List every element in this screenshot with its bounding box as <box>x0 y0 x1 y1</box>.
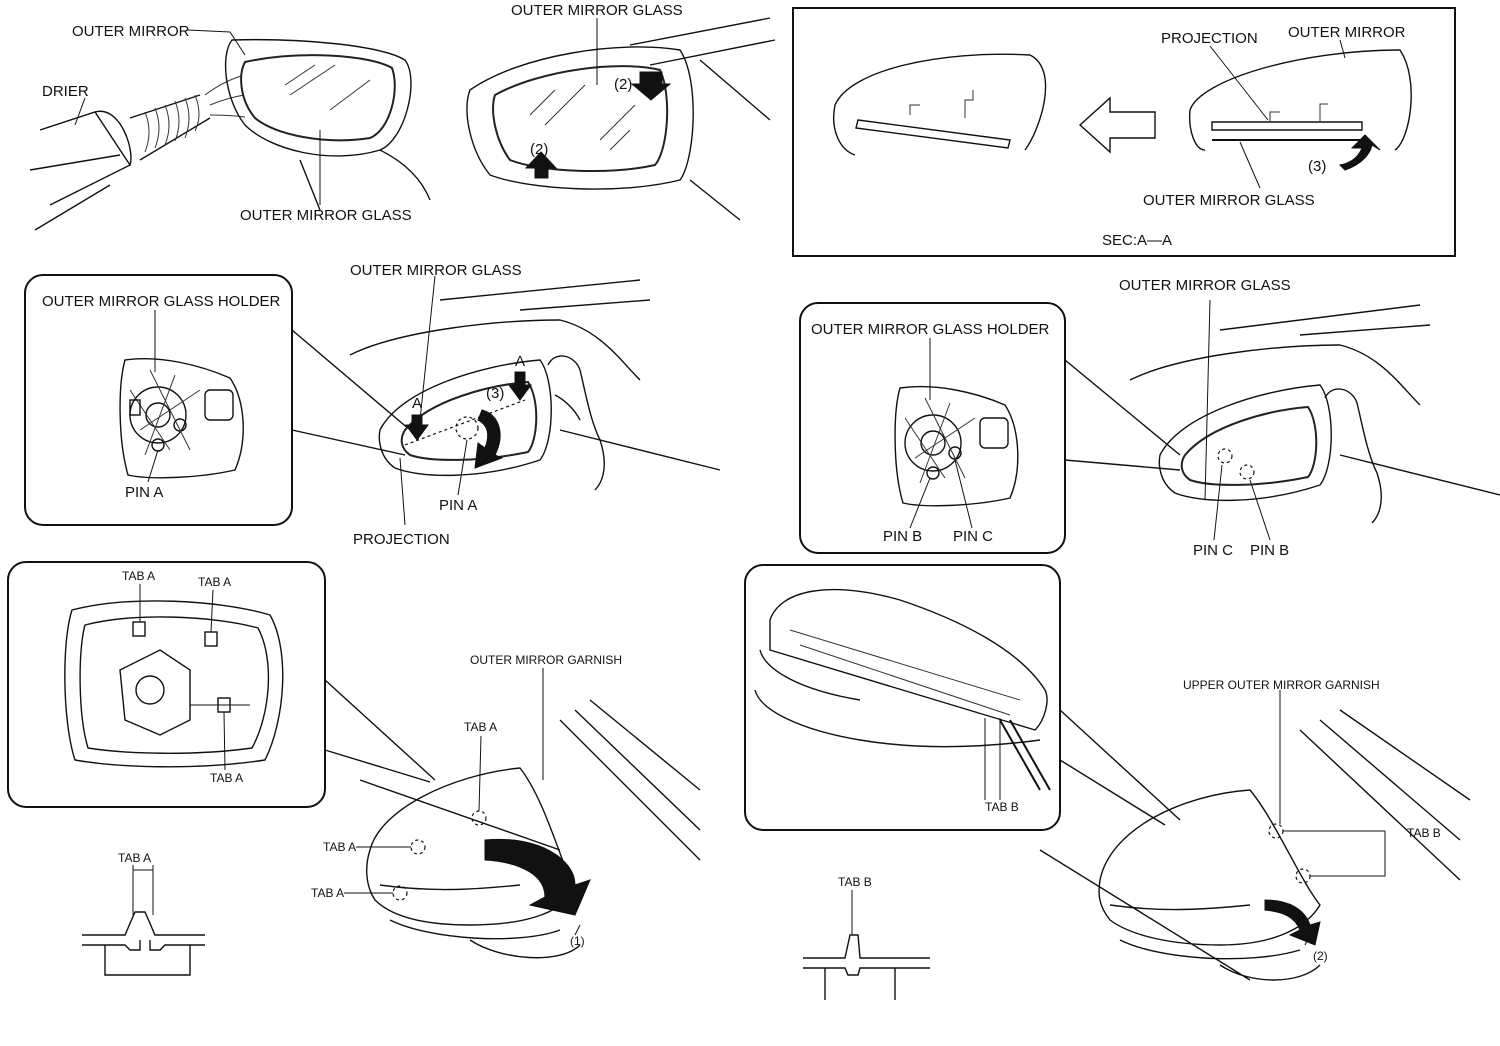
rotate-arrow <box>1338 134 1381 171</box>
label-garnish: OUTER MIRROR GARNISH <box>470 653 622 667</box>
label-step-3-a: (3) <box>486 385 504 402</box>
mirror-glass-2 <box>492 65 669 172</box>
tab-b-detail <box>803 934 930 1000</box>
panel-garnish: TAB A TAB A TAB A OUTER MIRROR GARNISH T… <box>7 561 701 976</box>
upper-garnish-inner <box>769 588 1048 731</box>
rotate-arrow-garnish <box>484 838 591 916</box>
mirror-housing-2 <box>466 46 694 190</box>
section-right-mirror <box>1188 49 1412 151</box>
label-glass-holder-bc: OUTER MIRROR GLASS HOLDER <box>811 321 1050 338</box>
arrow-a-right <box>508 371 532 401</box>
panel-pin-a: OUTER MIRROR GLASS HOLDER PIN A OUTER MI… <box>24 262 721 548</box>
panel-upper-garnish: TAB B UPPER OUTER MIRROR GARNISH TAB B (… <box>744 564 1471 1000</box>
callout-pointer-upper-garnish <box>1059 709 1181 826</box>
label-glass-holder-a: OUTER MIRROR GLASS HOLDER <box>42 293 281 310</box>
label-tab-a-detail: TAB A <box>118 851 151 865</box>
label-outer-mirror-glass-2: OUTER MIRROR GLASS <box>511 2 683 19</box>
tab-a-garnish-3 <box>392 885 408 901</box>
panel-heat-mirror: OUTER MIRROR DRIER OUTER MIRROR GLASS <box>29 23 431 231</box>
label-outer-mirror: OUTER MIRROR <box>72 23 190 40</box>
label-tab-a-6: TAB A <box>311 886 344 900</box>
rotate-arrow-a <box>474 409 504 469</box>
tab-a-garnish-2 <box>410 839 426 855</box>
panel-push-glass: OUTER MIRROR GLASS (2) (2) <box>466 2 776 221</box>
label-tab-a-3: TAB A <box>210 771 243 785</box>
garnish-inner-view <box>64 600 284 768</box>
pin-a-holder <box>151 438 165 452</box>
callout-pointer-a <box>291 329 411 456</box>
label-step-2-top: (2) <box>614 76 632 93</box>
callout-pointer-garnish <box>324 679 436 783</box>
label-tab-b-detail: TAB B <box>838 875 872 889</box>
outer-mirror-glass <box>240 54 396 142</box>
label-marker-a-left: A <box>412 395 422 412</box>
section-frame <box>792 7 1456 257</box>
callout-pointer-bc <box>1064 359 1181 471</box>
callout-box-upper-garnish <box>744 564 1061 831</box>
car-body-lines-bc <box>1129 304 1500 496</box>
label-pin-c: PIN C <box>1193 542 1233 559</box>
panel-pin-bc: OUTER MIRROR GLASS HOLDER PIN B PIN C OU… <box>799 277 1500 559</box>
glass-holder-a <box>119 357 244 479</box>
panel-section-aa: PROJECTION OUTER MIRROR (3) OUTER MIRROR… <box>792 7 1456 257</box>
label-tab-a-2: TAB A <box>198 575 231 589</box>
label-outer-mirror-glass-5: OUTER MIRROR GLASS <box>1119 277 1291 294</box>
pin-b-marker <box>1239 464 1255 480</box>
label-upper-garnish: UPPER OUTER MIRROR GARNISH <box>1183 678 1380 692</box>
mirror-housing-a <box>378 359 552 477</box>
hand-bc <box>1324 388 1382 524</box>
label-step-2-garnish: (2) <box>1313 949 1328 963</box>
label-step-3: (3) <box>1308 158 1326 175</box>
label-pin-a-holder: PIN A <box>125 484 163 501</box>
label-section-aa: SEC:A—A <box>1102 232 1172 249</box>
label-pin-b: PIN B <box>1250 542 1289 559</box>
drier-body <box>39 111 132 206</box>
section-left-mirror <box>833 53 1047 156</box>
label-step-2-bottom: (2) <box>530 141 548 158</box>
label-outer-mirror-glass: OUTER MIRROR GLASS <box>240 207 412 224</box>
label-tab-a-4: TAB A <box>464 720 497 734</box>
mirror-housing-bc <box>1158 384 1332 502</box>
tab-a-detail <box>82 911 205 976</box>
label-drier: DRIER <box>42 83 89 100</box>
label-tab-b-inset: TAB B <box>985 800 1019 814</box>
drier-nozzle <box>129 94 211 161</box>
hand-a <box>547 355 605 491</box>
label-step-1: (1) <box>570 934 585 948</box>
label-pin-c-holder: PIN C <box>953 528 993 545</box>
glass-holder-bc <box>894 385 1019 507</box>
callout-box-garnish <box>7 561 326 808</box>
label-pin-b-holder: PIN B <box>883 528 922 545</box>
label-tab-b: TAB B <box>1407 826 1441 840</box>
rotate-arrow-upper-garnish <box>1264 899 1321 946</box>
label-projection: PROJECTION <box>1161 30 1258 47</box>
tab-a-marker-1 <box>132 621 146 637</box>
push-arrow-bottom <box>524 151 558 179</box>
label-pin-a: PIN A <box>439 497 477 514</box>
upper-garnish-cover <box>1098 789 1321 946</box>
direction-arrow <box>1078 96 1156 154</box>
label-outer-mirror-3: OUTER MIRROR <box>1288 24 1406 41</box>
label-marker-a-right: A <box>515 353 525 370</box>
callout-box-holder-bc <box>799 302 1066 554</box>
tab-a-marker-2 <box>204 631 218 647</box>
label-tab-a-5: TAB A <box>323 840 356 854</box>
push-arrow-top <box>630 71 672 101</box>
pin-a-marker <box>455 416 479 440</box>
car-body-lines-a <box>349 279 721 471</box>
arrow-a-left <box>405 414 429 441</box>
label-outer-mirror-glass-4: OUTER MIRROR GLASS <box>350 262 522 279</box>
label-projection-4: PROJECTION <box>353 531 450 548</box>
callout-box-holder-a <box>24 274 293 526</box>
pin-b-holder <box>926 466 940 480</box>
label-tab-a-1: TAB A <box>122 569 155 583</box>
label-outer-mirror-glass-3: OUTER MIRROR GLASS <box>1143 192 1315 209</box>
pin-c-marker <box>1217 448 1233 464</box>
